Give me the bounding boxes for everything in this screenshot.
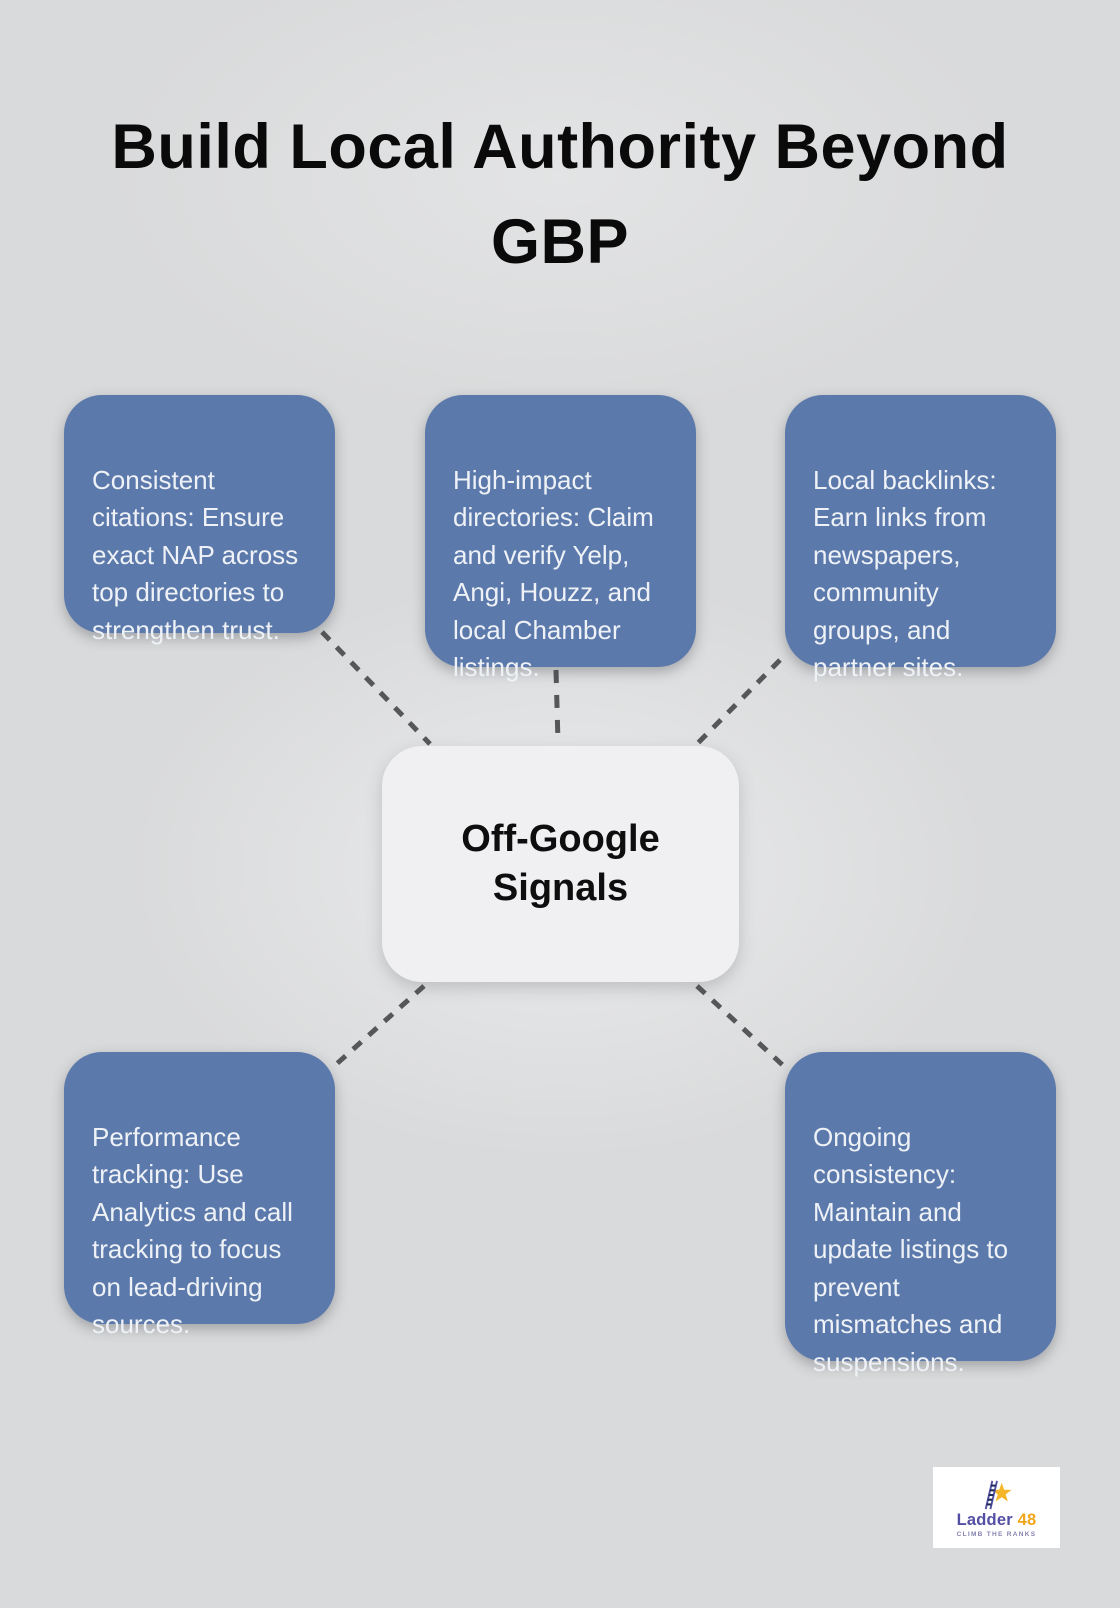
logo-brand-number: 48 (1017, 1510, 1037, 1529)
connector-top-center (553, 669, 561, 743)
node-consistent-citations: Consistent citations: Ensure exact NAP a… (64, 395, 335, 645)
node-text: Ongoing consistency: Maintain and update… (813, 1121, 1009, 1377)
node-text: Consistent citations: Ensure exact NAP a… (92, 464, 299, 645)
page-title: Build Local Authority Beyond GBP (111, 112, 1009, 277)
connector-bottom-right (695, 984, 790, 1072)
logo-tagline: CLIMB THE RANKS (956, 1530, 1037, 1538)
logo-brand-name: Ladder 48 (956, 1510, 1037, 1529)
node-text: Local backlinks: Earn links from newspap… (813, 464, 997, 683)
center-node-label: Off-Google Signals (461, 818, 660, 909)
ladder48-logo-card: Ladder 48 CLIMB THE RANKS (933, 1467, 1060, 1548)
node-text: High-impact directories: Claim and verif… (453, 464, 654, 683)
node-performance-tracking: Performance tracking: Use Analytics and … (64, 1052, 335, 1339)
node-ongoing-consistency: Ongoing consistency: Maintain and update… (785, 1052, 1056, 1377)
connector-top-right (695, 658, 782, 746)
logo-brand-text: Ladder (956, 1510, 1013, 1529)
node-text: Performance tracking: Use Analytics and … (92, 1121, 293, 1340)
star-icon (991, 1482, 1012, 1501)
node-high-impact-directories: High-impact directories: Claim and verif… (425, 395, 696, 682)
ladder48-logo-icon (984, 1480, 1012, 1509)
center-node-off-google-signals: Off-Google Signals (382, 746, 739, 982)
connector-top-left (320, 630, 432, 746)
connector-bottom-left (330, 984, 426, 1070)
node-local-backlinks: Local backlinks: Earn links from newspap… (785, 395, 1056, 682)
